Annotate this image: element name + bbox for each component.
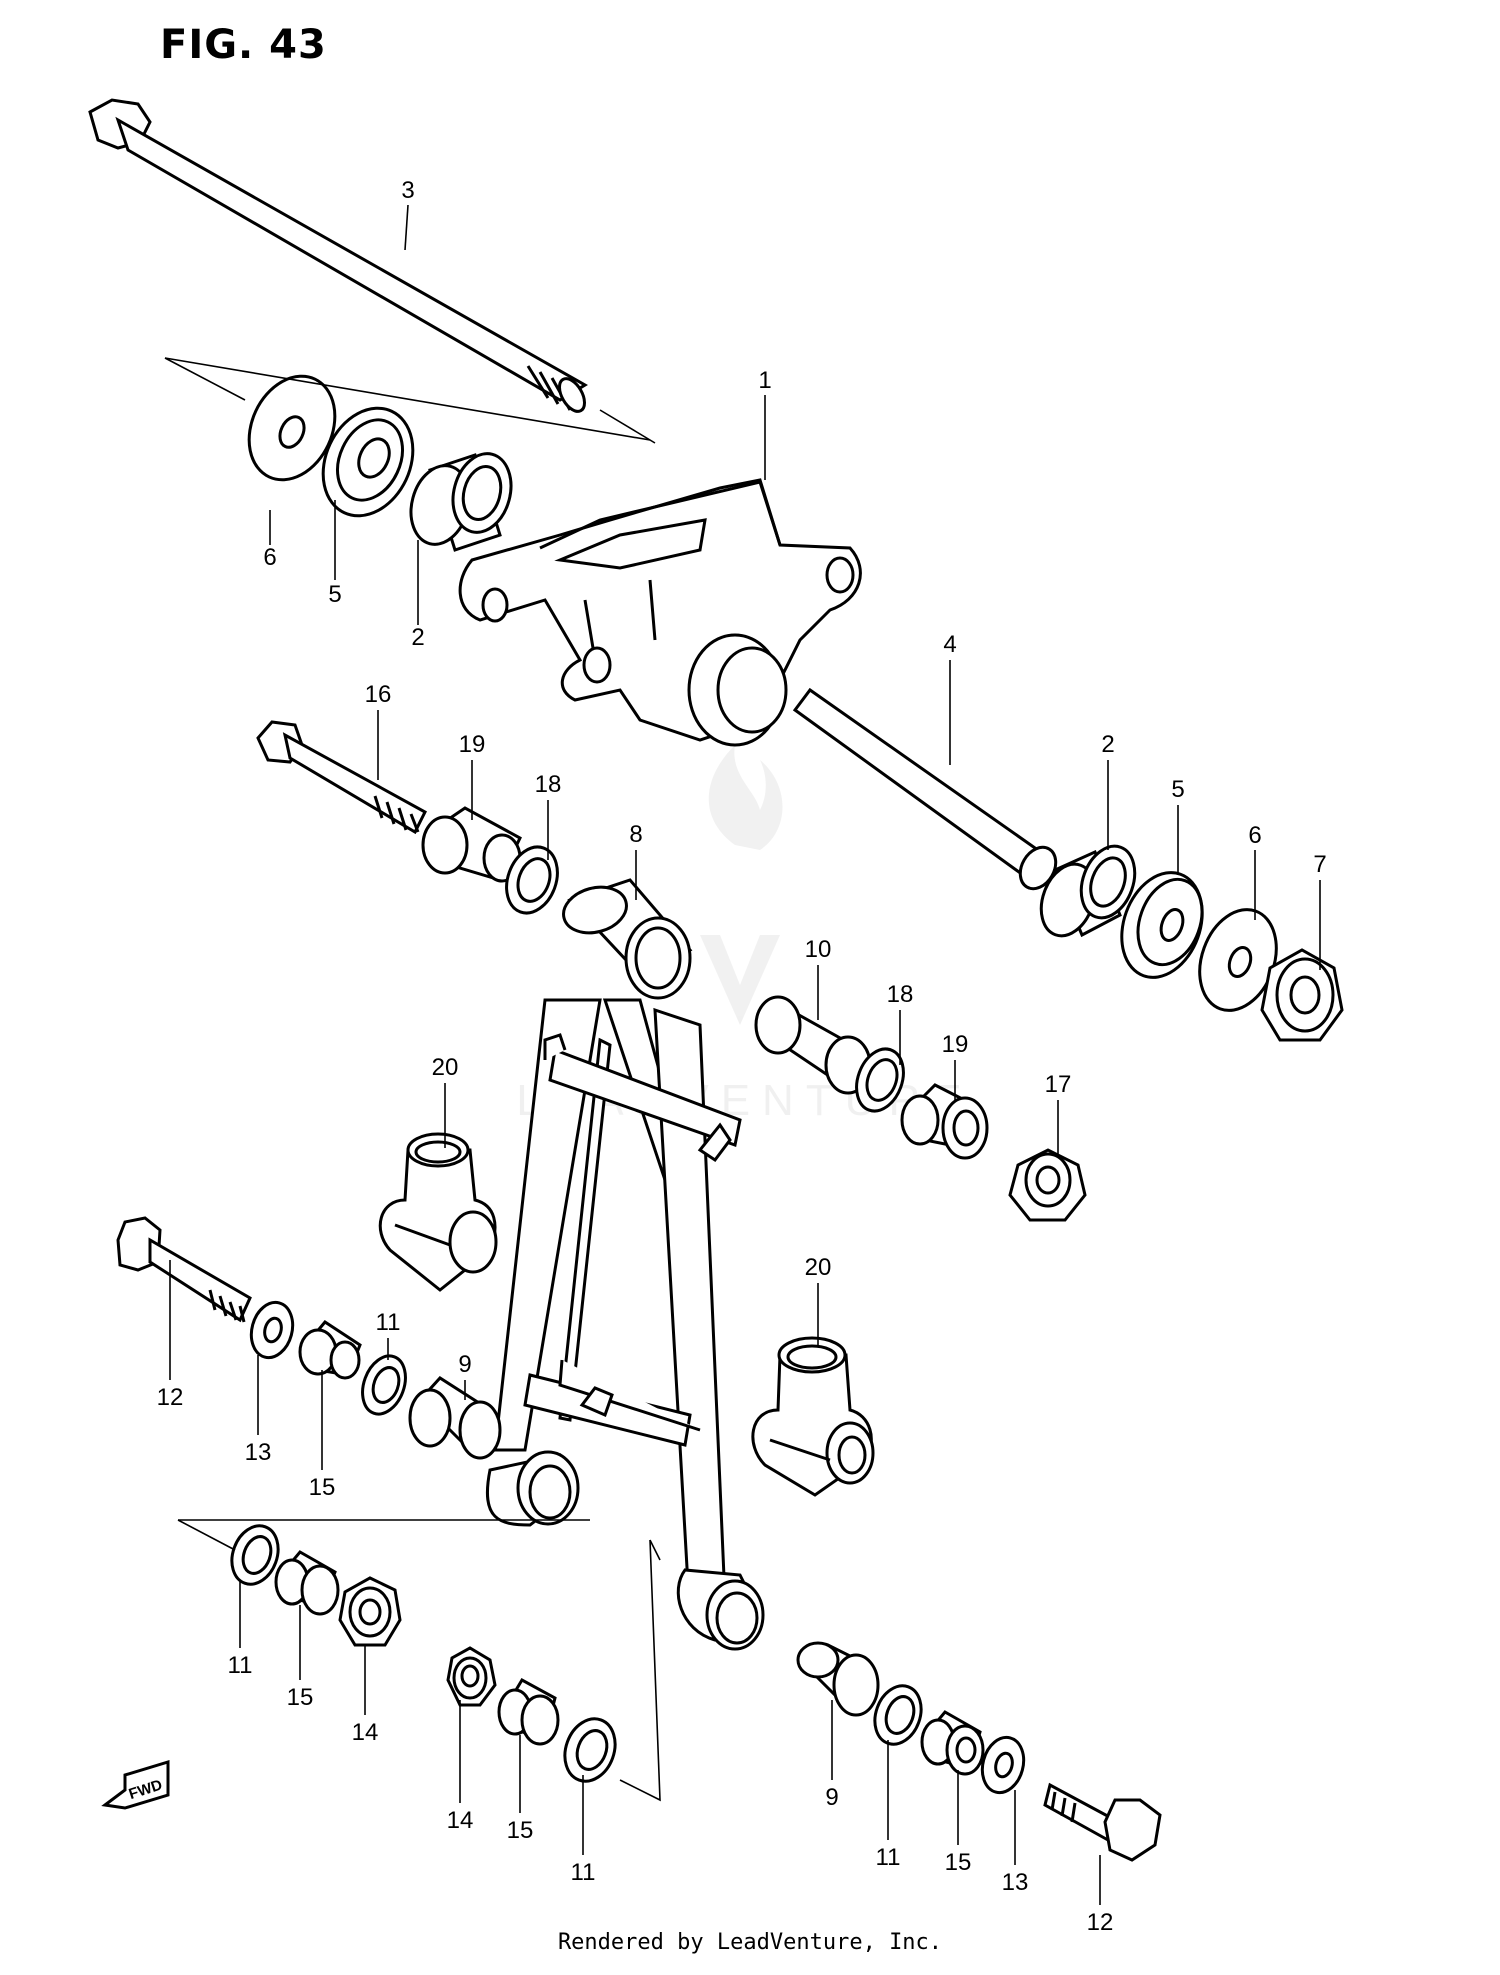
guide-lines — [164, 357, 661, 1802]
collar-19-right — [900, 1083, 989, 1160]
washer-left — [247, 374, 337, 482]
washer-11-lower-left — [230, 1524, 280, 1586]
callout: 14 — [447, 1807, 474, 1834]
callout: 11 — [228, 1652, 253, 1679]
cushion-lever — [458, 478, 862, 747]
callout: 13 — [245, 1439, 272, 1466]
nut-right — [1260, 948, 1344, 1042]
render-credit: Rendered by LeadVenture, Inc. — [557, 1930, 943, 1955]
lever-bolt — [256, 720, 427, 835]
callout: 8 — [629, 821, 642, 848]
bearing-left — [409, 452, 513, 552]
callout: 18 — [535, 771, 562, 798]
callout: 15 — [507, 1817, 534, 1844]
callout: 9 — [458, 1351, 471, 1378]
bushing-20-upper — [378, 1132, 498, 1292]
collar-15-lower-left — [274, 1550, 340, 1616]
callout: 20 — [805, 1254, 832, 1281]
bolt-12-right — [1043, 1782, 1162, 1862]
callout: 15 — [945, 1849, 972, 1876]
collar-15-right — [920, 1710, 985, 1776]
nut-17 — [1008, 1148, 1087, 1222]
callout: 15 — [309, 1474, 336, 1501]
seal-left — [321, 406, 415, 518]
callout: 18 — [887, 981, 914, 1008]
callout: 2 — [411, 624, 424, 651]
collar-15-left — [298, 1320, 362, 1380]
bolt-12-left — [116, 1216, 252, 1323]
callout: 2 — [1101, 731, 1114, 758]
callout: 5 — [1171, 776, 1184, 803]
callout: 3 — [401, 177, 414, 204]
callout: 5 — [328, 581, 341, 608]
callout: 10 — [805, 936, 832, 963]
callout: 11 — [376, 1309, 401, 1336]
washer-13-left — [249, 1300, 295, 1360]
washer-11-left — [361, 1354, 407, 1416]
bushing-20-lower — [751, 1336, 875, 1497]
washer-11-right — [873, 1684, 923, 1746]
connecting-rod — [485, 878, 765, 1651]
figure-title: FIG. 43 — [160, 22, 327, 68]
seal-right — [1120, 871, 1204, 979]
spacer-tube — [792, 687, 1058, 891]
nut-14-bottom — [446, 1646, 497, 1707]
callout: 17 — [1045, 1071, 1072, 1098]
callout: 13 — [1002, 1869, 1029, 1896]
washer-18-left — [505, 845, 559, 915]
callout-labels: 3 1 6 5 2 4 2 5 6 7 16 19 18 8 10 18 19 … — [157, 177, 1327, 1936]
nut-14-lower-left — [338, 1576, 402, 1647]
bearing-right — [1039, 844, 1137, 938]
fwd-arrow-icon: FWD — [101, 1759, 170, 1810]
callout: 11 — [876, 1844, 901, 1871]
callout: 6 — [1248, 822, 1261, 849]
callout: 4 — [943, 631, 956, 658]
washer-13-right — [980, 1735, 1026, 1795]
callout: 14 — [352, 1719, 379, 1746]
axle-bolt — [88, 98, 588, 413]
washer-18-right — [855, 1047, 905, 1113]
washer-right — [1198, 908, 1278, 1012]
washer-11-bottom — [563, 1717, 617, 1783]
callout: 11 — [571, 1859, 596, 1886]
collar-15-bottom — [497, 1677, 560, 1746]
callout: 12 — [157, 1384, 184, 1411]
callout: 16 — [365, 681, 392, 708]
callout: 20 — [432, 1054, 459, 1081]
callout: 9 — [825, 1784, 838, 1811]
spacer-9-right — [796, 1641, 880, 1717]
callout: 19 — [942, 1031, 969, 1058]
callout: 15 — [287, 1684, 314, 1711]
callout: 6 — [263, 544, 276, 571]
spacer-9-left — [408, 1376, 502, 1460]
callout: 7 — [1313, 851, 1326, 878]
callout: 12 — [1087, 1909, 1114, 1936]
callout: 1 — [758, 367, 771, 394]
leader-lines — [169, 204, 1321, 1905]
callout: 19 — [459, 731, 486, 758]
